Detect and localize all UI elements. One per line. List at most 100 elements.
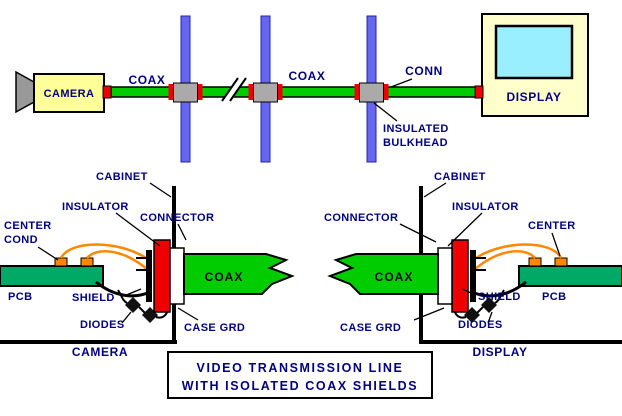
connector-isolated-mount [153,239,171,313]
bulkhead-connector-2 [248,82,283,103]
connector-insulator [169,247,185,305]
pcb-pad [80,257,94,267]
coax-label-1: COAX [128,73,165,87]
break-slash [229,77,247,102]
coax-label-2: COAX [288,69,325,83]
coax-cable [183,253,295,295]
bulkhead-connector-1 [168,82,203,103]
caption-border [167,351,433,399]
connector-red-ring [197,84,203,100]
case-grd-label: CASE GRD [340,322,401,334]
pcb-label: PCB [8,291,32,303]
break-gap [222,79,246,100]
display-end-detail: COAX CABINET INSULATOR CONNECTOR CENTER … [324,171,622,359]
connector-insulator [437,247,453,305]
shield-leader-line [123,288,142,297]
diode [125,297,141,313]
caption-line2: WITH ISOLATED COAX SHIELDS [182,379,419,393]
pcb-pad [528,257,542,267]
cabinet-label: CABINET [96,171,148,183]
conn-label: CONN [405,64,443,78]
pcb-board [0,265,104,287]
connector-leader-line [399,223,437,243]
display-screen [494,24,574,80]
diodes-label: DIODES [80,319,125,331]
diodes-label: DIODES [458,319,503,331]
connector-case [470,250,476,302]
insulated-bulkhead-label-line1: INSULATED [383,123,449,135]
caption-line1: VIDEO TRANSMISSION LINE [197,361,404,375]
camera-end-detail: COAX CABINET INSULATOR CONNECTOR CENTER … [0,171,295,359]
top-system-view: CAMERA DISPLAY COAX COAX CONN INSULATED … [15,13,589,163]
connector-isolated-mount [451,239,469,313]
center-cond-label-line1: CENTER [4,220,52,232]
conn-leader-line [390,78,413,88]
connector-red-ring [354,84,360,100]
cabinet-floor [0,340,177,344]
cabinet-floor [419,340,622,344]
insulated-bulkhead-leader-line [373,102,398,122]
insulator-label: INSULATOR [452,201,519,213]
center-conductor-wire [475,243,563,260]
camera-symbol: CAMERA [15,70,112,114]
shield-braid [95,280,151,298]
camera-lens [15,70,35,114]
connector-label: CONNECTOR [324,212,398,224]
connector-body [253,82,278,103]
diode-lead [138,306,146,314]
display-symbol: DISPLAY [474,13,589,117]
insulated-bulkhead-label-line2: BULKHEAD [383,137,448,149]
diode-lead [494,289,505,304]
insulator-leader-line [447,212,483,247]
camera-label: CAMERA [44,88,95,100]
cabinet-label: CABINET [434,171,486,183]
diode-lead [476,306,484,314]
shield-braid [471,280,527,298]
diode-lead [117,289,128,304]
coax-cable-label: COAX [205,270,244,284]
connector-red-ring [168,84,174,100]
case-grd-leader-line [413,307,445,321]
camera-section-label: CAMERA [72,345,128,359]
case-grd-label: CASE GRD [184,322,245,334]
signal-wire [473,250,536,271]
connector-red-ring [277,84,283,100]
coax-cable-label: COAX [375,270,414,284]
connector-body [359,82,384,103]
caption-box: VIDEO TRANSMISSION LINE WITH ISOLATED CO… [167,351,433,399]
pcb-label: PCB [542,291,566,303]
pcb-board [518,265,622,287]
connector-body [173,82,198,103]
center-leader-line [551,232,561,257]
pcb-pad [554,257,568,267]
connector-label: CONNECTOR [140,212,214,224]
diodes-leader-line [121,311,132,324]
connector-leader-line [177,223,187,241]
center-cond-leader-line [37,246,59,261]
cabinet-leader-line [149,182,172,198]
connector-case [146,250,152,302]
camera-output-connector [102,85,112,99]
connector-red-ring [383,84,389,100]
display-input-connector [474,85,484,99]
center-label: CENTER [528,220,576,232]
camera-body [33,73,105,113]
coax-cable [327,253,439,295]
diodes-leader-line [487,311,493,324]
cable-break-symbol [221,77,247,102]
display-section-label: DISPLAY [472,345,527,359]
center-cond-label-line2: COND [4,234,38,246]
insulator-leader-line [115,212,161,247]
signal-wire [86,250,149,271]
display-label: DISPLAY [506,90,561,104]
center-conductor-wire [59,243,147,260]
connector-red-ring [248,84,254,100]
shield-leader-line [461,288,477,296]
case-grd-leader-line [177,307,199,321]
diode [481,297,497,313]
shield-label: SHIELD [72,292,115,304]
shield-label: SHIELD [478,291,521,303]
bulkhead-connector-3 [354,82,389,103]
coax-run [110,86,478,98]
